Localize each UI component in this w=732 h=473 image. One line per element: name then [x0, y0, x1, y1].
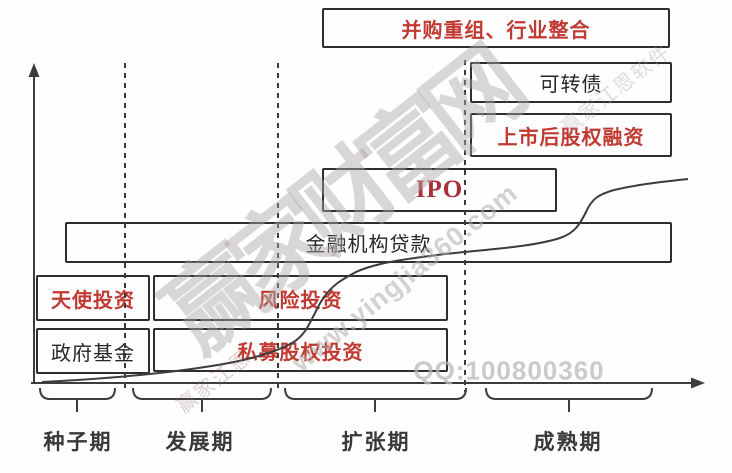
box-ipo-label: IPO — [415, 176, 464, 203]
brace-seed-stage — [39, 387, 116, 412]
box-bank-loans: 金融机构贷款 — [65, 222, 672, 263]
box-angel-investment-label: 天使投资 — [51, 289, 135, 312]
box-ipo: IPO — [322, 168, 557, 212]
stage-label-expansion: 扩张期 — [341, 431, 411, 454]
box-post-ipo-equity: 上市后股权融资 — [470, 113, 672, 157]
box-merger-integration-label: 并购重组、行业整合 — [401, 19, 591, 42]
box-venture-capital-label: 风险投资 — [258, 289, 343, 312]
box-merger-integration: 并购重组、行业整合 — [322, 8, 670, 48]
y-axis-arrowhead-icon — [28, 63, 40, 77]
box-angel-investment: 天使投资 — [36, 275, 150, 321]
stage-label-seed: 种子期 — [43, 431, 113, 454]
box-bank-loans-label: 金融机构贷款 — [305, 234, 432, 256]
stage-label-growth: 发展期 — [165, 431, 235, 454]
growth-curve — [41, 178, 689, 383]
x-axis-arrowhead-icon — [691, 377, 705, 389]
box-private-equity-label: 私募股权投资 — [237, 341, 364, 364]
box-venture-capital: 风险投资 — [153, 275, 448, 321]
box-government-fund-label: 政府基金 — [51, 342, 135, 365]
box-convertible-bond-label: 可转债 — [539, 74, 603, 96]
box-government-fund: 政府基金 — [36, 328, 150, 374]
box-convertible-bond: 可转债 — [470, 62, 672, 103]
brace-expansion-stage — [284, 387, 467, 412]
brace-growth-stage — [132, 387, 272, 412]
brace-maturity-stage — [485, 387, 653, 412]
box-post-ipo-equity-label: 上市后股权融资 — [497, 126, 645, 149]
stage-label-maturity: 成熟期 — [533, 431, 603, 454]
